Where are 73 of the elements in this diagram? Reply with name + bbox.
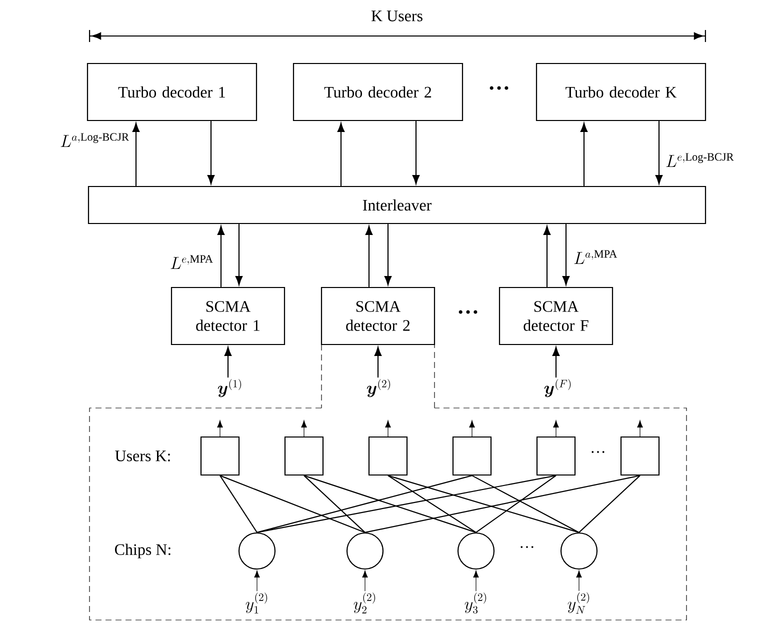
ellipsis: … bbox=[520, 546, 534, 548]
arrow bbox=[337, 122, 345, 186]
user-node-square bbox=[368, 436, 408, 476]
connection-line bbox=[220, 475, 366, 533]
arrow bbox=[132, 122, 140, 186]
connection-line bbox=[364, 475, 640, 533]
interleaver-box: Interleaver bbox=[88, 186, 706, 224]
arrow bbox=[552, 346, 560, 378]
connection-line bbox=[388, 475, 476, 533]
arrow bbox=[543, 226, 551, 287]
arrow bbox=[576, 570, 582, 592]
output-arrow bbox=[637, 420, 643, 437]
connection-line bbox=[476, 475, 556, 533]
ellipsis: … bbox=[490, 86, 508, 90]
output-arrow bbox=[553, 420, 559, 437]
arrow bbox=[562, 224, 570, 286]
decoder-box: Turbo decoder 1 bbox=[86, 62, 258, 122]
decoder-box: Turbo decoder 2 bbox=[292, 62, 464, 122]
edge-label: $L^{e,\text{Log-BCJR}}$ bbox=[666, 153, 734, 167]
signal-label: $y_N^{(2)}$ bbox=[568, 592, 590, 614]
row-label: Users K: bbox=[115, 450, 170, 462]
arrow bbox=[224, 346, 232, 378]
dashed-region bbox=[89, 408, 687, 620]
decoder-box: Turbo decoder K bbox=[536, 62, 706, 122]
connection-line bbox=[388, 475, 580, 533]
arrow bbox=[365, 226, 373, 287]
detector-box: SCMA detector F bbox=[498, 286, 614, 346]
arrow bbox=[384, 224, 392, 286]
connection-line bbox=[256, 475, 472, 533]
user-node-square bbox=[452, 436, 492, 476]
connection-line bbox=[472, 475, 580, 533]
signal-label: $y_1^{(2)}$ bbox=[246, 592, 268, 614]
edge-label: $L^{e,\text{MPA}}$ bbox=[170, 255, 213, 269]
arrow bbox=[473, 570, 479, 592]
chip-node-circle bbox=[560, 532, 598, 570]
connection-line bbox=[578, 475, 640, 533]
connection-line bbox=[256, 475, 556, 533]
arrow bbox=[374, 346, 382, 378]
output-arrow bbox=[301, 420, 307, 437]
dimension-label: K Users bbox=[371, 10, 422, 22]
detector-box: SCMA detector 1 bbox=[170, 286, 286, 346]
chip-node-circle bbox=[457, 532, 495, 570]
user-node-square bbox=[284, 436, 324, 476]
output-arrow bbox=[385, 420, 391, 437]
edge-label: $L^{a,\text{MPA}}$ bbox=[574, 250, 618, 264]
chip-node-circle bbox=[238, 532, 276, 570]
arrow bbox=[217, 226, 225, 287]
signal-label: $y_3^{(2)}$ bbox=[464, 592, 486, 614]
ellipsis: … bbox=[592, 451, 604, 453]
arrow bbox=[207, 121, 215, 184]
signal-label: $\boldsymbol{y}^{(1)}$ bbox=[218, 379, 242, 398]
user-node-square bbox=[536, 436, 576, 476]
signal-label: $\boldsymbol{y}^{(2)}$ bbox=[366, 379, 390, 398]
connection-line bbox=[220, 475, 258, 533]
signal-label: $\boldsymbol{y}^{(F)}$ bbox=[544, 379, 571, 398]
arrow bbox=[655, 121, 663, 184]
arrow bbox=[580, 122, 588, 186]
user-node-square bbox=[200, 436, 240, 476]
output-arrow bbox=[217, 420, 223, 437]
arrow bbox=[412, 121, 420, 184]
edge-label: $L^{a,\text{Log-BCJR}}$ bbox=[60, 133, 129, 147]
detector-box: SCMA detector 2 bbox=[320, 286, 436, 346]
user-node-square bbox=[620, 436, 660, 476]
connection-line bbox=[304, 475, 366, 533]
chip-node-circle bbox=[346, 532, 384, 570]
ellipsis: … bbox=[458, 310, 478, 314]
row-label: Chips N: bbox=[115, 544, 170, 558]
arrow bbox=[235, 224, 243, 286]
signal-label: $y_2^{(2)}$ bbox=[354, 592, 376, 614]
output-arrow bbox=[469, 420, 475, 437]
arrow bbox=[254, 570, 260, 592]
arrow bbox=[362, 570, 368, 592]
connection-line bbox=[304, 475, 476, 533]
